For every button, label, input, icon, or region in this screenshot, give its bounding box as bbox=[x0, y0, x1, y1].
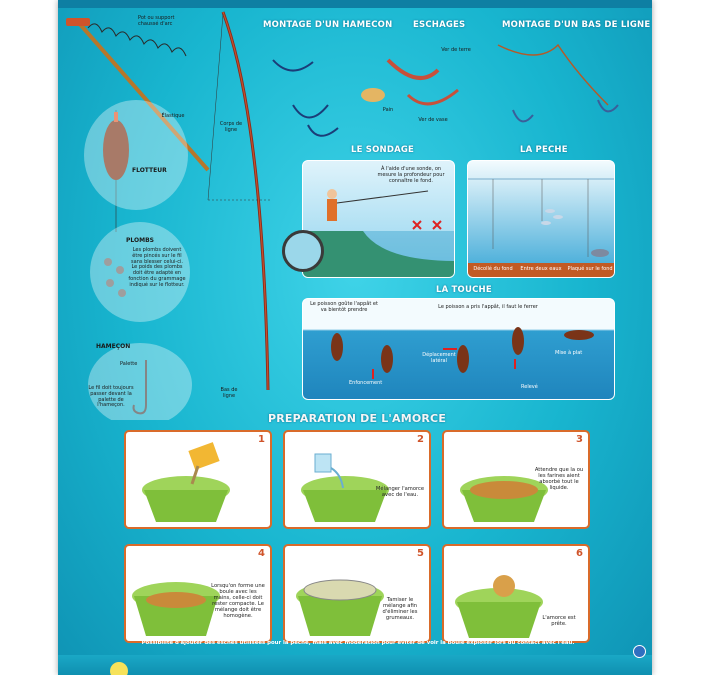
text-fil: Le fil doit toujours passer devant la pa… bbox=[88, 385, 134, 409]
step-6-illustration bbox=[455, 575, 543, 638]
touche-deplacement: Déplacement latéral bbox=[422, 352, 456, 364]
step-3: 3 Attendre que la ou les farines aient a… bbox=[442, 430, 590, 529]
label-corps-de-ligne: Corps de ligne bbox=[219, 121, 243, 133]
title-strip bbox=[58, 0, 652, 8]
heading-touche: LA TOUCHE bbox=[436, 285, 492, 295]
step-1-illustration bbox=[142, 442, 230, 522]
label-pot: Pot ou support chaussé d'arc bbox=[138, 15, 175, 27]
bottom-wave bbox=[58, 655, 652, 675]
step-4-caption: Lorsqu'on forme une boule avec les mains… bbox=[211, 583, 265, 619]
label-palette: Palette bbox=[120, 361, 138, 367]
footer-note: Possibilité d'ajouter des esches utilisé… bbox=[141, 640, 575, 646]
panel-peche: Décollé du fond Entre deux eaux Plaqué s… bbox=[467, 160, 615, 278]
step-6-number: 6 bbox=[576, 548, 583, 559]
touche-illustration bbox=[331, 327, 594, 379]
step-5-number: 5 bbox=[417, 548, 424, 559]
heading-peche: LA PECHE bbox=[520, 145, 568, 155]
touche-releve: Relevé bbox=[521, 384, 538, 390]
step-4-number: 4 bbox=[258, 548, 265, 559]
label-flotteur: FLOTTEUR bbox=[132, 167, 167, 174]
step-5: 5 Tamiser le mélange afin d'éliminer les… bbox=[283, 544, 431, 643]
panel-sondage: À l'aide d'une sonde, on mesure la profo… bbox=[302, 160, 455, 278]
peche-caption-2: Entre deux eaux bbox=[520, 266, 562, 273]
label-elastique: Élastique bbox=[161, 113, 185, 119]
touche-mise-a-plat: Mise à plat bbox=[555, 350, 583, 356]
caption-sondage: À l'aide d'une sonde, on mesure la profo… bbox=[377, 166, 445, 184]
peche-caption-strip bbox=[468, 263, 614, 277]
sondage-illustration bbox=[303, 189, 454, 277]
step-6: 6 L'amorce est prête. bbox=[442, 544, 590, 643]
step-5-caption: Tamiser le mélange afin d'éliminer les g… bbox=[382, 597, 418, 621]
step-4: 4 Lorsqu'on forme une boule avec les mai… bbox=[124, 544, 272, 643]
fishing-rod-illustration bbox=[66, 11, 619, 420]
step-2-illustration bbox=[301, 453, 389, 522]
step-5-illustration bbox=[296, 579, 384, 636]
step-1: 1 bbox=[124, 430, 272, 529]
label-ver-de-vase: Ver de vase bbox=[418, 117, 448, 123]
step-3-caption: Attendre que la ou les farines aient abs… bbox=[534, 467, 584, 491]
step-3-number: 3 bbox=[576, 434, 583, 445]
peche-caption-1: Décollé du fond bbox=[473, 266, 513, 273]
step-3-illustration bbox=[460, 476, 548, 522]
peche-caption-3: Plaqué sur le fond bbox=[567, 266, 613, 273]
step-1-number: 1 bbox=[258, 434, 265, 445]
magnifier-circle bbox=[282, 230, 324, 272]
step-2: 2 Mélanger l'amorce avec de l'eau. bbox=[283, 430, 431, 529]
step-2-number: 2 bbox=[417, 434, 424, 445]
label-pain: Pain bbox=[382, 107, 394, 113]
touche-text-right: Le poisson a pris l'appât, il faut le fe… bbox=[438, 304, 538, 310]
sun-icon bbox=[110, 662, 128, 675]
panel-touche: Le poisson goûte l'appât et va bientôt p… bbox=[302, 298, 615, 400]
logo-icon bbox=[633, 645, 646, 658]
label-ver-de-terre: Ver de terre bbox=[441, 47, 471, 53]
heading-preparation-amorce: PREPARATION DE L'AMORCE bbox=[268, 412, 447, 425]
heading-eschages: ESCHAGES bbox=[413, 20, 466, 30]
touche-enfoncement: Enfoncement bbox=[349, 380, 383, 386]
fishing-poster: MONTAGE D'UN HAMECON ESCHAGES MONTAGE D'… bbox=[58, 0, 652, 675]
label-plombs: PLOMBS bbox=[126, 237, 154, 244]
label-hamecon: HAMEÇON bbox=[96, 343, 131, 350]
step-4-illustration bbox=[132, 582, 220, 636]
step-2-caption: Mélanger l'amorce avec de l'eau. bbox=[375, 486, 425, 498]
heading-montage-bas-de-ligne: MONTAGE D'UN BAS DE LIGNE bbox=[502, 20, 651, 30]
step-6-caption: L'amorce est prête. bbox=[542, 615, 576, 627]
heading-montage-hamecon: MONTAGE D'UN HAMECON bbox=[263, 20, 393, 30]
text-plombs: Les plombs doivent être pincés sur le fi… bbox=[128, 247, 186, 288]
peche-illustration bbox=[468, 178, 614, 257]
touche-text-left: Le poisson goûte l'appât et va bientôt p… bbox=[310, 301, 378, 313]
label-bas-de-ligne: Bas de ligne bbox=[220, 387, 238, 399]
heading-sondage: LE SONDAGE bbox=[351, 145, 415, 155]
